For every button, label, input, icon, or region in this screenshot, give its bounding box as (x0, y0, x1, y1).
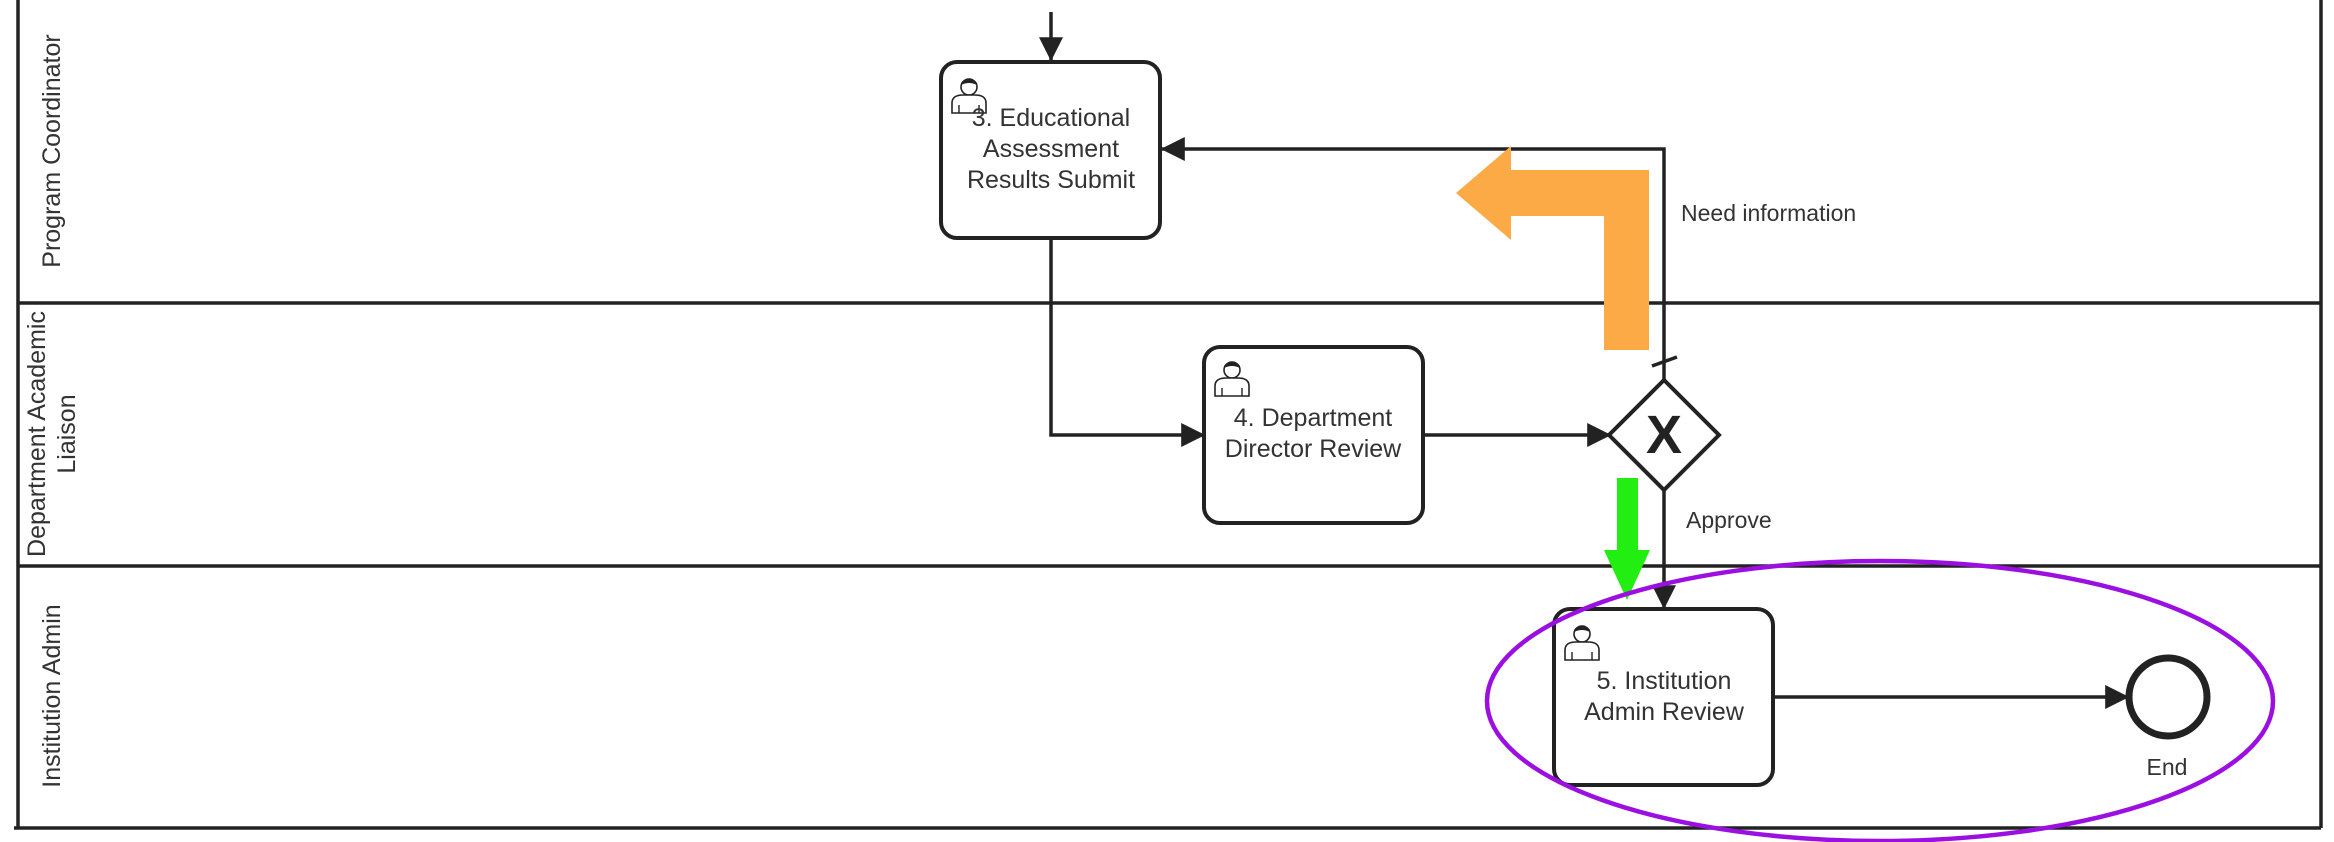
lane-label: Program Coordinator (38, 34, 66, 267)
task-4-department-director-review[interactable]: 4. Department Director Review (1202, 345, 1425, 525)
pool (14, 0, 2323, 830)
gateway-diamond (1606, 377, 1722, 493)
task-3-educational-assessment[interactable]: 3. Educational Assessment Results Submit (939, 60, 1162, 240)
lane-institution-admin[interactable]: Institution Admin (38, 604, 66, 787)
task-box (1202, 345, 1425, 525)
flow-t3-to-t4[interactable] (1049, 238, 1206, 447)
task-label-line-2: Director Review (1225, 435, 1402, 463)
focus-highlight-ellipse (1484, 558, 2276, 842)
task-label-line-1: 5. Institution (1597, 667, 1732, 695)
task-label-line-1: 4. Department (1234, 404, 1392, 432)
end-event-label: End (2147, 754, 2188, 780)
task-label-line-2: Assessment (983, 135, 1119, 163)
approve-label: Approve (1686, 507, 1772, 533)
lane-program-coordinator[interactable]: Program Coordinator (38, 34, 66, 267)
end-event-icon (2125, 654, 2211, 740)
exclusive-gateway[interactable]: X (1606, 377, 1722, 493)
forward-to-task-5-arrow (1604, 478, 1650, 600)
flow-need-information[interactable] (1160, 137, 1666, 380)
task-label-line-1: 3. Educational (972, 104, 1130, 132)
task-label-line-3: Results Submit (967, 166, 1135, 194)
lane-label-line-1: Department Academic (23, 311, 51, 557)
need-information-label: Need information (1681, 200, 1856, 226)
task-5-institution-admin-review[interactable]: 5. Institution Admin Review (1552, 607, 1775, 787)
task-box (939, 60, 1162, 240)
lane-label: Institution Admin (38, 604, 66, 787)
end-event[interactable]: End (2125, 654, 2211, 780)
exclusive-gateway-icon: X (1646, 405, 1682, 465)
default-flow-marker (1651, 355, 1678, 368)
back-to-task-3-arrow (1456, 146, 1649, 350)
task-box (1552, 607, 1775, 787)
lane-label-line-2: Liaison (53, 394, 81, 473)
lane-department-academic-liaison[interactable]: Department Academic Liaison (23, 311, 81, 557)
sequence-flows (1039, 12, 2130, 709)
task-label-line-2: Admin Review (1584, 698, 1745, 726)
